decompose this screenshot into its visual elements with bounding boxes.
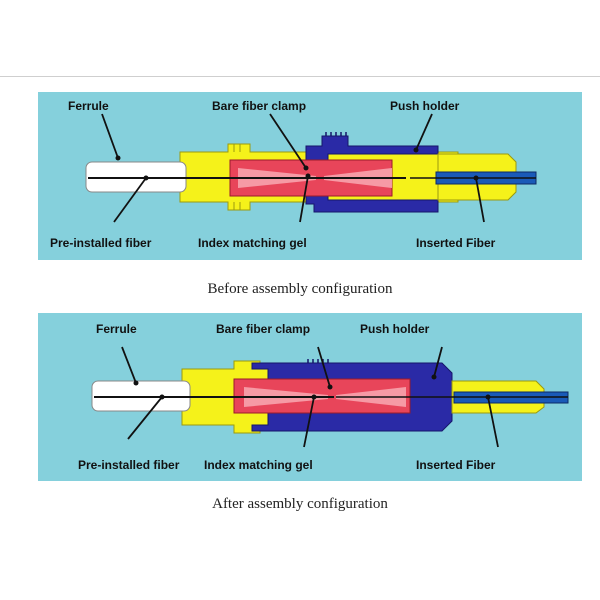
connector-illustration-before	[85, 113, 537, 223]
leader-bare-fiber-clamp	[269, 113, 307, 169]
leader-lines	[101, 113, 485, 223]
leader-dot-pre-installed-fiber	[159, 394, 165, 400]
leader-index-matching-gel	[303, 396, 315, 448]
leader-dot-bare-fiber-clamp	[303, 165, 309, 171]
leader-bare-fiber-clamp	[317, 346, 331, 388]
label-inserted-fiber: Inserted Fiber	[416, 236, 496, 250]
leader-push-holder	[433, 346, 443, 378]
label-push-holder: Push holder	[390, 99, 460, 113]
leader-dot-push-holder	[413, 147, 419, 153]
label-inserted-fiber: Inserted Fiber	[416, 458, 496, 472]
top-divider	[0, 76, 600, 77]
label-bare-fiber-clamp: Bare fiber clamp	[212, 99, 307, 113]
leader-dot-index-matching-gel	[311, 394, 317, 400]
leader-dot-index-matching-gel	[305, 173, 311, 179]
leader-dot-inserted-fiber	[485, 394, 491, 400]
label-ferrule: Ferrule	[68, 99, 109, 113]
push-holder-knurl	[307, 359, 329, 363]
leader-dot-bare-fiber-clamp	[327, 384, 333, 390]
label-ferrule: Ferrule	[96, 322, 137, 336]
leader-dot-inserted-fiber	[473, 175, 479, 181]
leader-pre-installed-fiber	[127, 396, 163, 440]
leader-push-holder	[415, 113, 433, 151]
leader-dots	[133, 374, 491, 400]
leader-dot-ferrule	[115, 155, 121, 161]
housing-ribs	[233, 144, 241, 210]
connector-illustration-after	[91, 346, 569, 448]
label-index-matching-gel: Index matching gel	[204, 458, 313, 472]
leader-inserted-fiber	[487, 396, 499, 448]
caption-after: After assembly configuration	[212, 496, 388, 512]
before-assembly-diagram: Ferrule Bare fiber clamp Push holder Pre…	[38, 92, 582, 260]
leader-ferrule	[101, 113, 119, 159]
label-index-matching-gel: Index matching gel	[198, 236, 307, 250]
leader-dot-push-holder	[431, 374, 437, 380]
leader-pre-installed-fiber	[113, 177, 147, 223]
label-push-holder: Push holder	[360, 322, 430, 336]
leader-lines	[121, 346, 499, 448]
leader-dot-pre-installed-fiber	[143, 175, 149, 181]
leader-index-matching-gel	[299, 175, 309, 223]
label-bare-fiber-clamp: Bare fiber clamp	[216, 322, 311, 336]
leader-ferrule	[121, 346, 137, 384]
label-pre-installed-fiber: Pre-installed fiber	[78, 458, 180, 472]
leader-inserted-fiber	[475, 177, 485, 223]
caption-before: Before assembly configuration	[207, 281, 393, 297]
label-pre-installed-fiber: Pre-installed fiber	[50, 236, 152, 250]
leader-dots	[115, 147, 479, 181]
after-assembly-diagram: Ferrule Bare fiber clamp Push holder Pre…	[38, 313, 582, 481]
push-holder-knurl	[325, 132, 347, 136]
leader-dot-ferrule	[133, 380, 139, 386]
